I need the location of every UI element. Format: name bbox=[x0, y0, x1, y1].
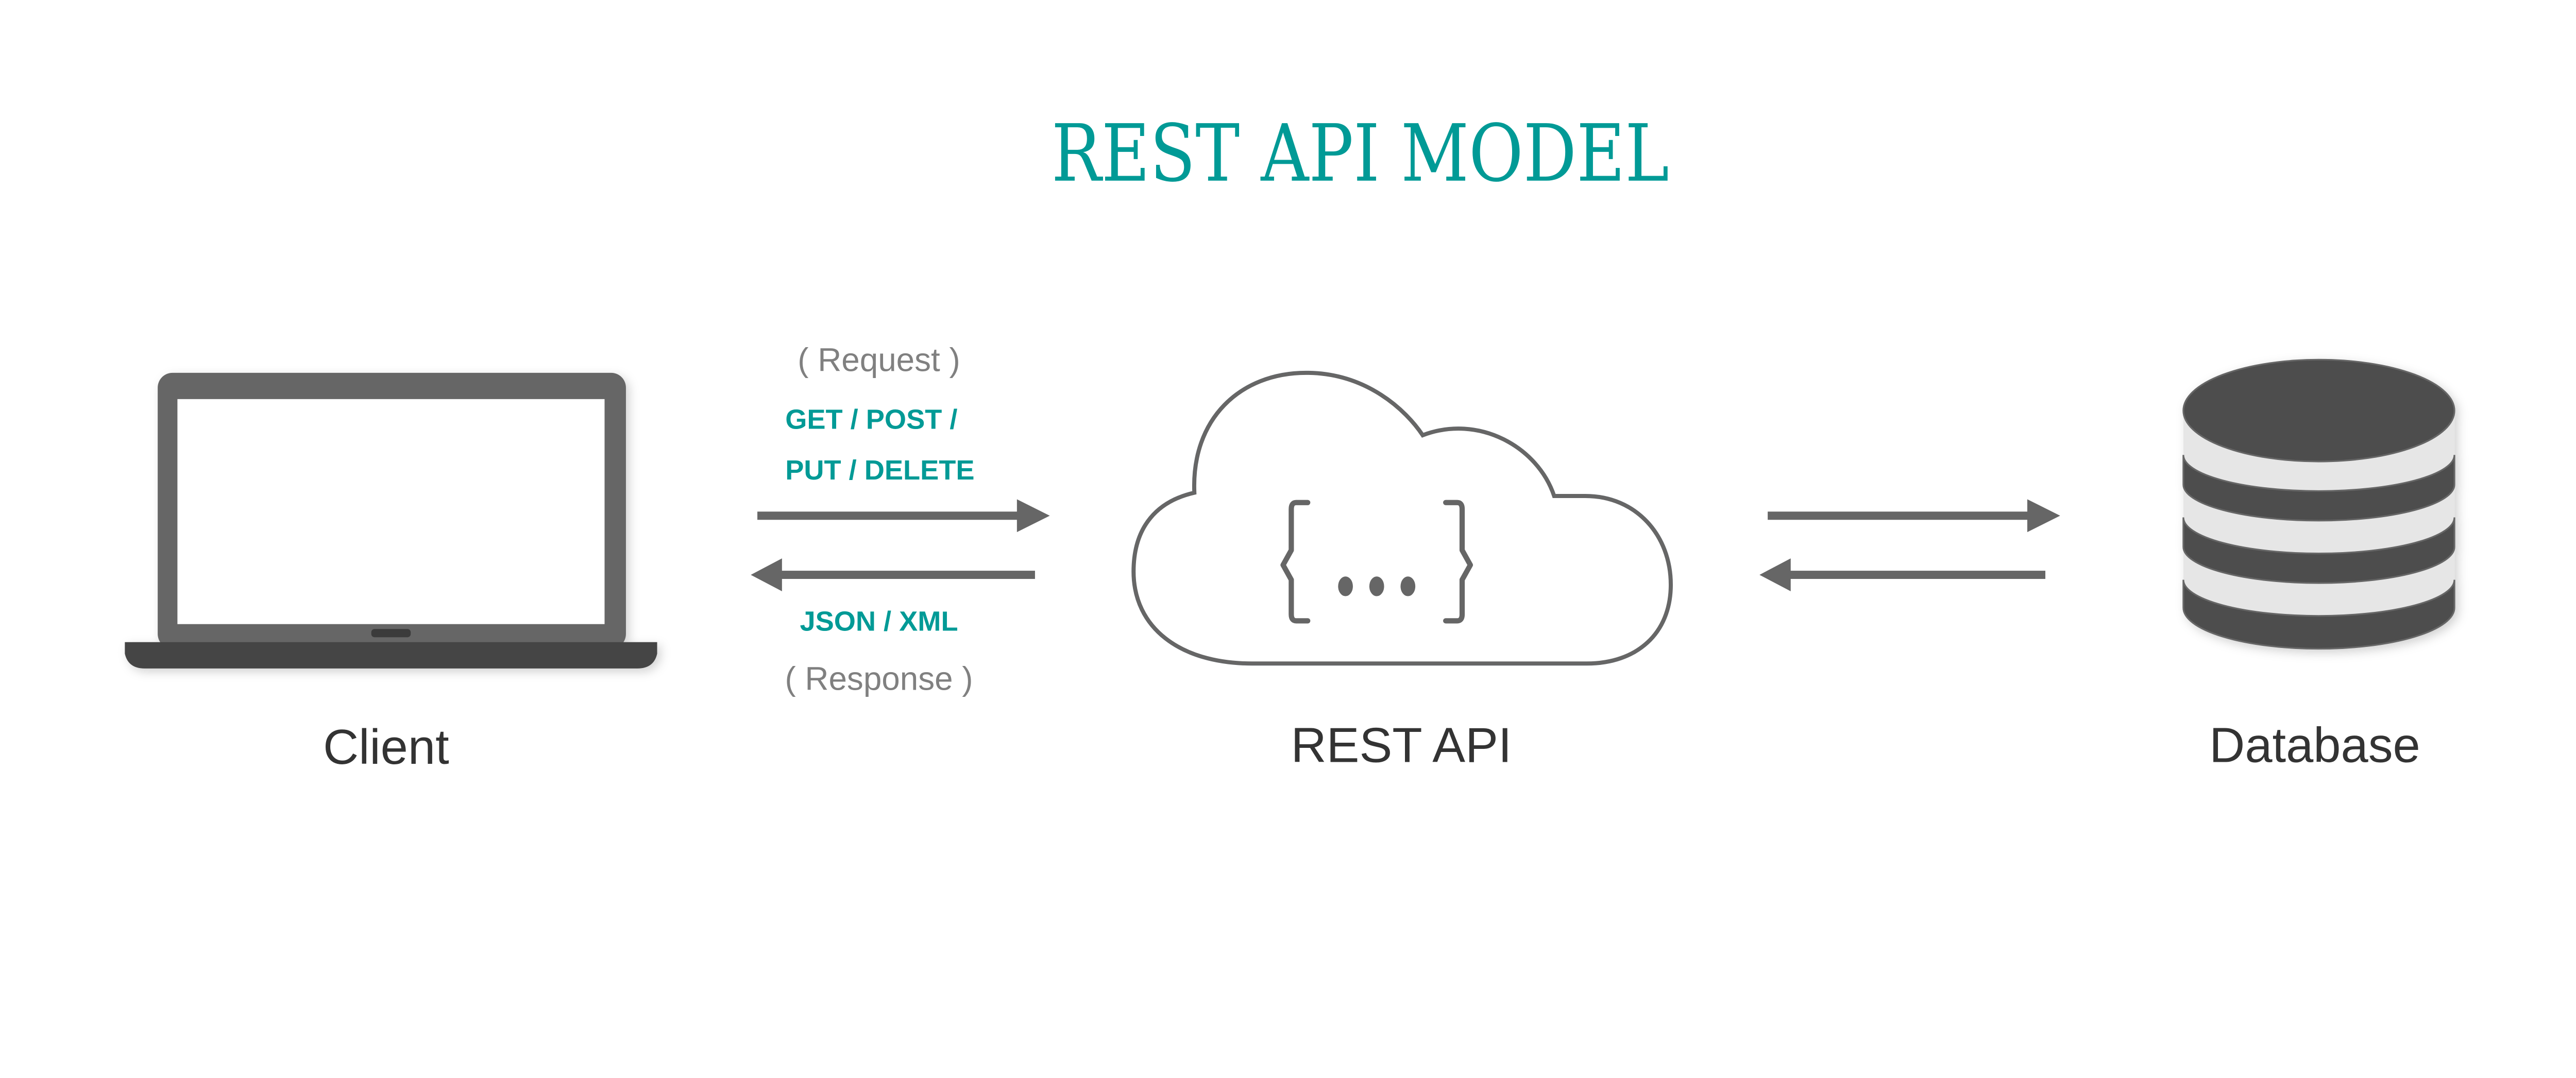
response-arrow-left bbox=[751, 558, 1035, 591]
laptop-icon bbox=[125, 372, 657, 669]
response-formats: JSON / XML bbox=[800, 606, 958, 637]
json-braces-icon bbox=[1280, 500, 1473, 624]
diagram-title: REST API MODEL bbox=[1052, 108, 1669, 200]
request-methods-line1: GET / POST / bbox=[785, 404, 957, 435]
database-label: Database bbox=[2209, 718, 2420, 773]
api-to-database-arrow bbox=[1768, 499, 2060, 533]
rest-api-label: REST API bbox=[1291, 718, 1512, 773]
request-arrow-right bbox=[757, 499, 1050, 533]
cloud-icon bbox=[1131, 370, 1673, 666]
request-caption: ( Request ) bbox=[798, 341, 960, 379]
request-methods-line2: PUT / DELETE bbox=[785, 455, 974, 486]
response-caption: ( Response ) bbox=[785, 660, 973, 697]
rest-api-diagram: REST API MODEL Client ( Request ) GET / … bbox=[125, 108, 2455, 775]
client-label: Client bbox=[323, 720, 449, 775]
database-to-api-arrow bbox=[1759, 558, 2046, 591]
database-icon bbox=[2182, 358, 2455, 650]
ellipsis-dots bbox=[1338, 576, 1416, 596]
